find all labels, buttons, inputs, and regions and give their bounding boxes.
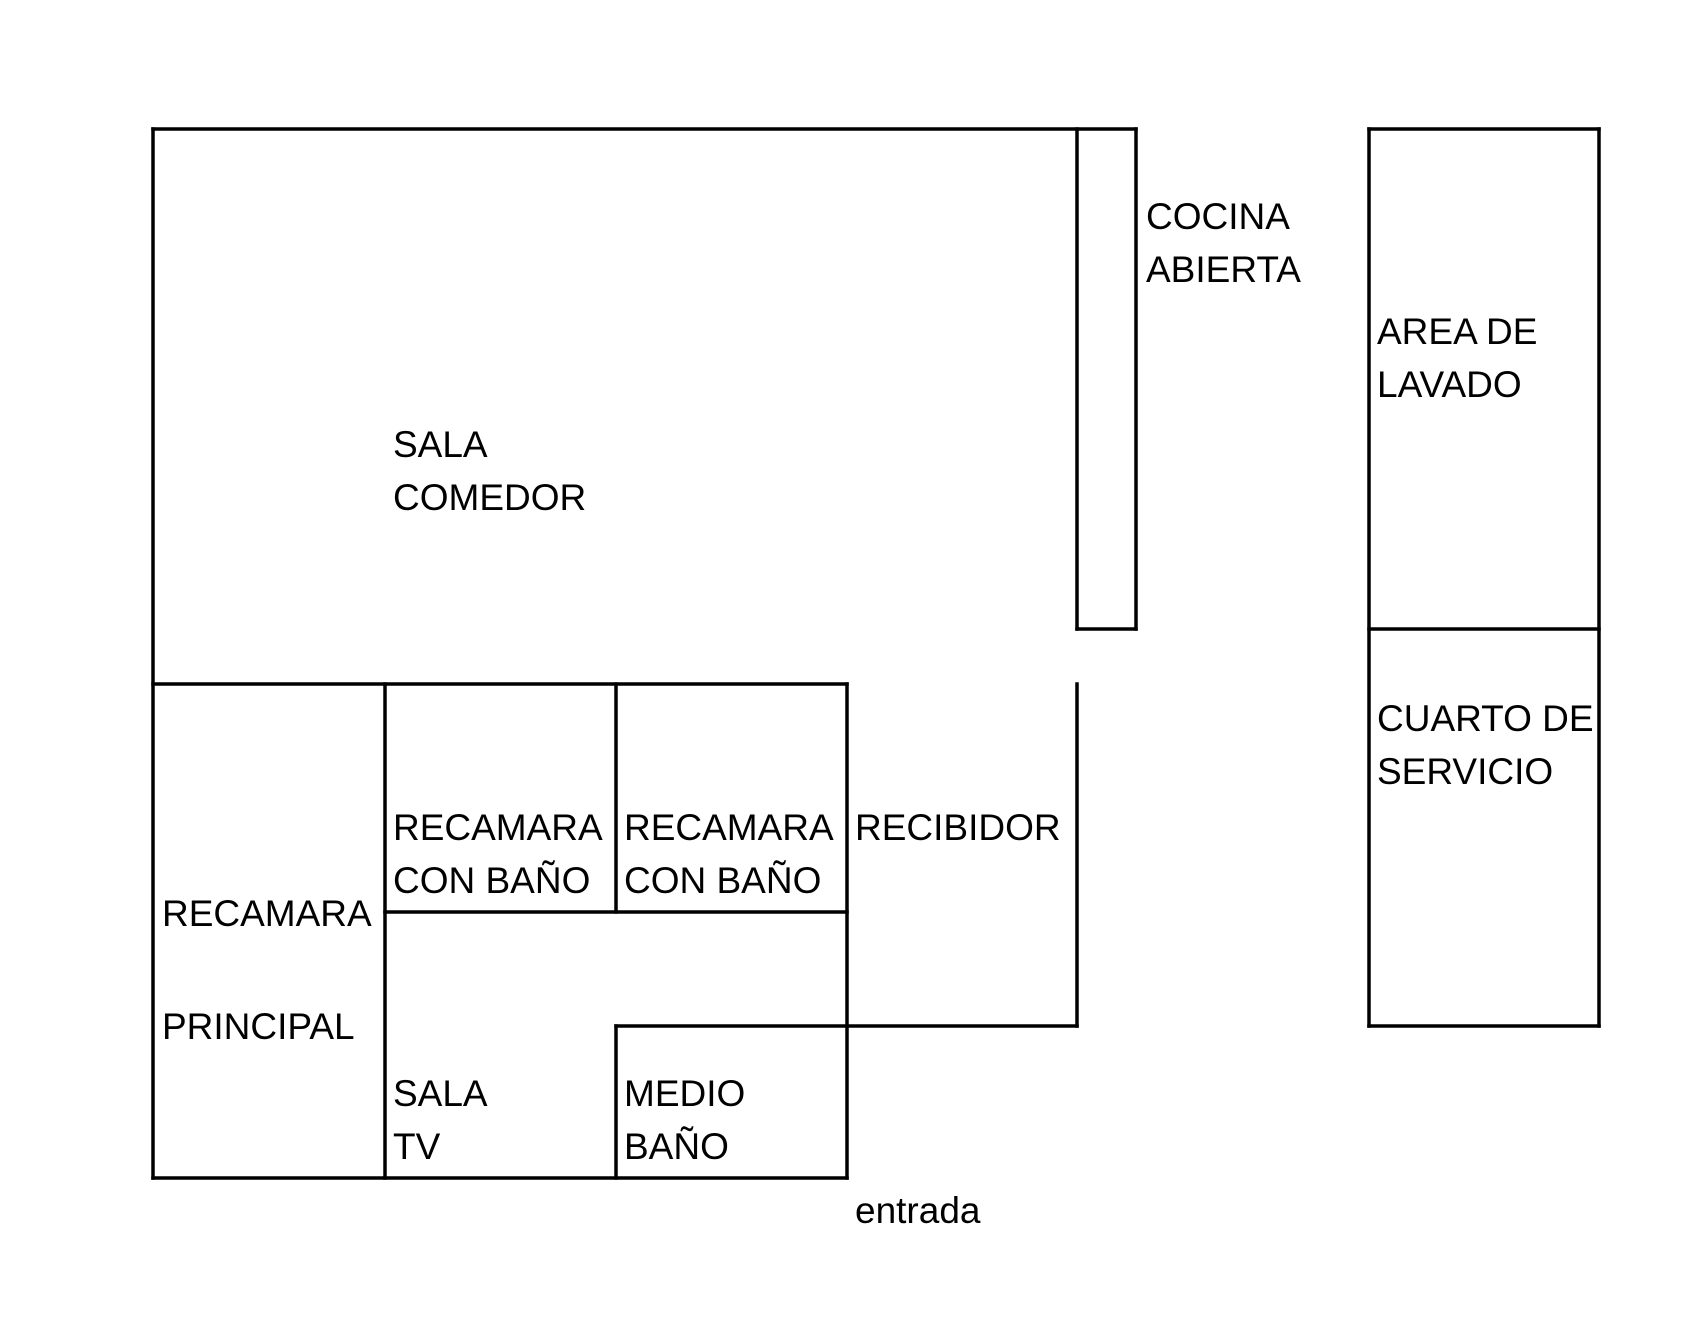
room-label-sala-comedor: SALA COMEDOR bbox=[393, 418, 586, 524]
room-label-line: RECAMARA bbox=[624, 807, 834, 848]
room-label-line: MEDIO bbox=[624, 1073, 746, 1114]
room-label-line: COMEDOR bbox=[393, 477, 587, 518]
room-label-line: CUARTO DE bbox=[1377, 698, 1594, 739]
room-label-line: RECAMARA bbox=[393, 807, 603, 848]
room-label-cocina-abierta: COCINA ABIERTA bbox=[1146, 190, 1301, 296]
room-label-line: BAÑO bbox=[624, 1126, 729, 1167]
room-label-recamara-con-bano-1: RECAMARA CON BAÑO bbox=[393, 801, 603, 907]
room-label-recamara-principal: RECAMARA PRINCIPAL bbox=[162, 857, 372, 1083]
room-label-line: LAVADO bbox=[1377, 364, 1522, 405]
room-label-line: RECAMARA bbox=[162, 893, 372, 934]
entrance-label: entrada bbox=[855, 1190, 981, 1231]
room-label-cuarto-de-servicio: CUARTO DE SERVICIO bbox=[1377, 692, 1594, 798]
room-label-line: TV bbox=[393, 1126, 441, 1167]
room-label-area-de-lavado: AREA DE LAVADO bbox=[1377, 305, 1537, 411]
room-label-line: SERVICIO bbox=[1377, 751, 1554, 792]
room-label-sala-tv: SALA TV bbox=[393, 1067, 488, 1173]
room-label-line: RECIBIDOR bbox=[855, 807, 1061, 848]
room-label-recibidor: RECIBIDOR bbox=[855, 801, 1061, 854]
room-label-line: COCINA bbox=[1146, 196, 1290, 237]
room-label-line: SALA bbox=[393, 424, 488, 465]
room-label-line: AREA DE bbox=[1377, 311, 1538, 352]
room-label-recamara-con-bano-2: RECAMARA CON BAÑO bbox=[624, 801, 834, 907]
room-label-line: CON BAÑO bbox=[624, 860, 822, 901]
room-label-line: SALA bbox=[393, 1073, 488, 1114]
room-label-line: CON BAÑO bbox=[393, 860, 591, 901]
room-label-medio-bano: MEDIO BAÑO bbox=[624, 1067, 745, 1173]
room-label-line: PRINCIPAL bbox=[162, 1006, 355, 1047]
room-label-line: ABIERTA bbox=[1146, 249, 1301, 290]
